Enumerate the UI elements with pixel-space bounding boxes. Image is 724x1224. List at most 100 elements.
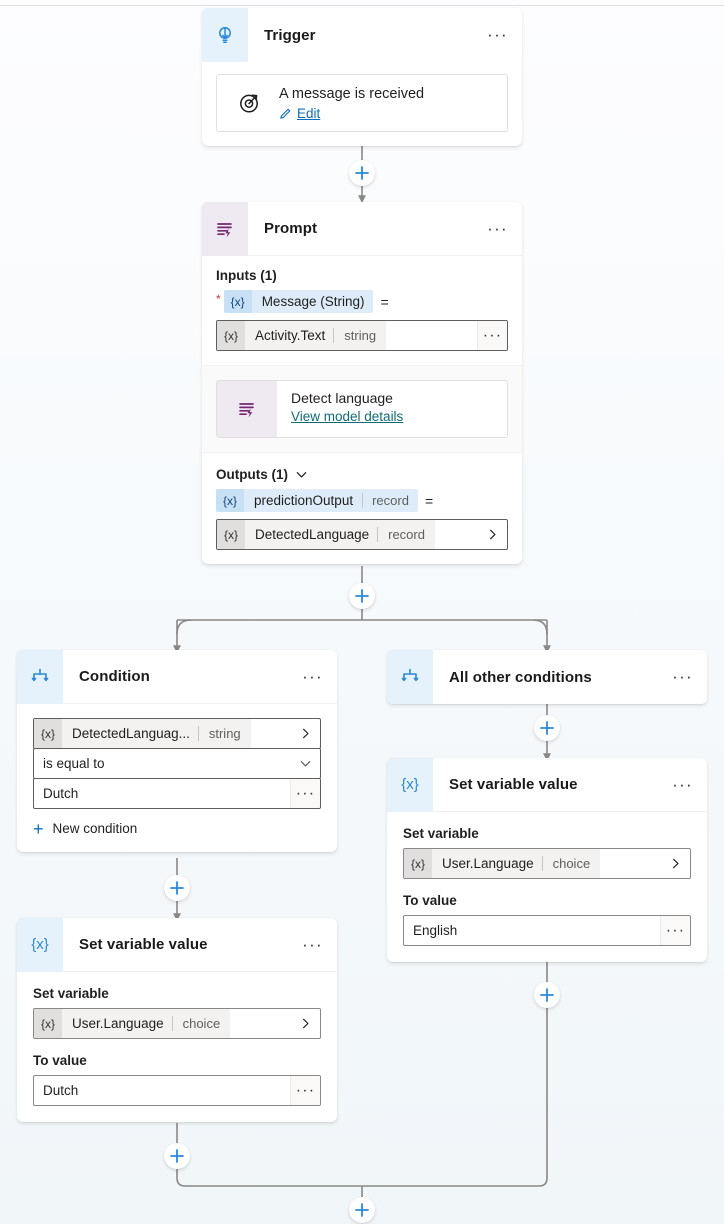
trigger-event-card[interactable]: A message is received Edit bbox=[216, 74, 508, 132]
plus-icon bbox=[355, 166, 369, 180]
prompt-output-param-row: {x} predictionOutput record = bbox=[216, 489, 508, 512]
condition-header[interactable]: Condition ··· bbox=[17, 650, 337, 704]
required-asterisk: * bbox=[216, 291, 221, 306]
condition-operator-caret-button[interactable] bbox=[290, 749, 320, 778]
trigger-bolt-icon bbox=[202, 8, 248, 62]
prompt-output-value-field[interactable]: {x} DetectedLanguage record bbox=[216, 519, 508, 550]
set-variable-left-to-value-field[interactable]: Dutch ··· bbox=[33, 1075, 321, 1106]
condition-operand-type: string bbox=[197, 726, 251, 741]
set-variable-right-variable-field[interactable]: {x} User.Language choice bbox=[403, 848, 691, 879]
prompt-input-value-more-button[interactable]: ··· bbox=[477, 321, 507, 350]
add-step-after-trigger-button[interactable] bbox=[349, 160, 375, 186]
variable-token-icon: {x} bbox=[404, 849, 433, 878]
prompt-body: Inputs (1) * {x} Message (String) = {x} … bbox=[202, 256, 522, 564]
plus-icon bbox=[355, 1203, 369, 1217]
add-step-after-set-variable-right-button[interactable] bbox=[534, 982, 560, 1008]
set-variable-right-variable-type: choice bbox=[541, 856, 601, 871]
set-variable-left-variable-chip: {x} User.Language choice bbox=[34, 1009, 231, 1038]
set-variable-right-to-value-more-button[interactable]: ··· bbox=[660, 916, 690, 945]
prompt-input-param-chip: {x} Message (String) bbox=[223, 290, 374, 313]
trigger-event-title: A message is received bbox=[279, 85, 425, 102]
add-step-after-prompt-button[interactable] bbox=[349, 583, 375, 609]
new-condition-button[interactable]: + New condition bbox=[33, 818, 321, 839]
condition-operator-select[interactable]: is equal to bbox=[33, 748, 321, 779]
all-other-conditions-header[interactable]: All other conditions ··· bbox=[387, 650, 707, 704]
prompt-more-button[interactable]: ··· bbox=[487, 218, 508, 238]
prompt-model-panel: Detect language View model details bbox=[202, 365, 522, 453]
condition-operand-expand-button[interactable] bbox=[290, 719, 320, 748]
all-other-conditions-more-button[interactable]: ··· bbox=[672, 667, 693, 686]
set-variable-left-more-button[interactable]: ··· bbox=[302, 934, 323, 954]
chevron-right-icon bbox=[489, 529, 496, 540]
branch-icon bbox=[387, 650, 433, 704]
node-set-variable-right[interactable]: {x} Set variable value ··· Set variable … bbox=[387, 758, 707, 962]
prompt-inputs-label: Inputs (1) bbox=[216, 268, 277, 283]
set-variable-left-variable-name: User.Language bbox=[72, 1016, 164, 1031]
all-other-conditions-title: All other conditions bbox=[449, 668, 592, 686]
node-trigger[interactable]: Trigger ··· A message is received bbox=[202, 8, 522, 146]
condition-operand-field[interactable]: {x} DetectedLanguag... string bbox=[33, 718, 321, 749]
set-variable-left-body: Set variable {x} User.Language choice To… bbox=[17, 972, 337, 1122]
set-variable-right-more-button[interactable]: ··· bbox=[672, 774, 693, 794]
set-variable-left-label: Set variable bbox=[33, 986, 109, 1001]
condition-operand-name: DetectedLanguag... bbox=[72, 726, 190, 741]
set-variable-right-header[interactable]: {x} Set variable value ··· bbox=[387, 758, 707, 812]
prompt-input-param-name: Message (String) bbox=[261, 294, 365, 309]
trigger-title: Trigger bbox=[264, 26, 316, 44]
node-prompt[interactable]: Prompt ··· Inputs (1) * {x} Message (Str… bbox=[202, 202, 522, 564]
trigger-edit-label: Edit bbox=[297, 105, 321, 121]
add-step-merge-bottom-button[interactable] bbox=[349, 1197, 375, 1223]
add-step-before-set-variable-left-button[interactable] bbox=[164, 875, 190, 901]
set-variable-right-body: Set variable {x} User.Language choice To… bbox=[387, 812, 707, 962]
top-divider bbox=[0, 5, 724, 6]
set-variable-right-variable-name: User.Language bbox=[442, 856, 534, 871]
node-set-variable-left[interactable]: {x} Set variable value ··· Set variable … bbox=[17, 918, 337, 1122]
variable-token-icon: {x} bbox=[34, 719, 63, 748]
set-variable-left-variable-type: choice bbox=[171, 1016, 231, 1031]
prompt-model-card[interactable]: Detect language View model details bbox=[216, 380, 508, 438]
prompt-outputs-header[interactable]: Outputs (1) bbox=[216, 467, 508, 482]
condition-value-field[interactable]: Dutch ··· bbox=[33, 778, 321, 809]
view-model-details-link[interactable]: View model details bbox=[291, 409, 404, 424]
node-all-other-conditions[interactable]: All other conditions ··· bbox=[387, 650, 707, 704]
chevron-right-icon bbox=[672, 858, 679, 869]
set-variable-left-to-value-more-button[interactable]: ··· bbox=[290, 1076, 320, 1105]
prompt-input-value-chip: {x} Activity.Text string bbox=[217, 321, 387, 350]
chevron-down-icon[interactable] bbox=[295, 468, 308, 481]
trigger-more-button[interactable]: ··· bbox=[487, 25, 508, 44]
prompt-input-value-field[interactable]: {x} Activity.Text string ··· bbox=[216, 320, 508, 351]
set-variable-left-variable-field[interactable]: {x} User.Language choice bbox=[33, 1008, 321, 1039]
prompt-output-equals: = bbox=[424, 492, 434, 509]
set-variable-right-to-value-field[interactable]: English ··· bbox=[403, 915, 691, 946]
plus-icon bbox=[540, 721, 554, 735]
prompt-model-title: Detect language bbox=[291, 390, 393, 406]
set-variable-right-variable-expand-button[interactable] bbox=[660, 849, 690, 878]
condition-more-button[interactable]: ··· bbox=[302, 666, 323, 686]
add-step-before-set-variable-right-button[interactable] bbox=[534, 715, 560, 741]
set-variable-right-to-value-text: English bbox=[413, 923, 458, 938]
set-variable-left-variable-expand-button[interactable] bbox=[290, 1009, 320, 1038]
trigger-header[interactable]: Trigger ··· bbox=[202, 8, 522, 62]
add-step-after-set-variable-left-button[interactable] bbox=[164, 1143, 190, 1169]
trigger-event-text: A message is received Edit bbox=[271, 86, 424, 121]
prompt-model-text: Detect language View model details bbox=[277, 381, 403, 437]
prompt-output-param-name: predictionOutput bbox=[254, 493, 354, 508]
prompt-output-value-type: record bbox=[377, 527, 435, 542]
trigger-edit-link[interactable]: Edit bbox=[279, 106, 424, 121]
prompt-header[interactable]: Prompt ··· bbox=[202, 202, 522, 256]
branch-icon bbox=[17, 650, 63, 704]
node-condition[interactable]: Condition ··· {x} DetectedLanguag... str… bbox=[17, 650, 337, 852]
pencil-icon bbox=[280, 108, 291, 119]
plus-icon: + bbox=[33, 818, 44, 839]
condition-value-more-button[interactable]: ··· bbox=[290, 779, 320, 808]
prompt-output-param-type: record bbox=[362, 493, 418, 508]
variable-token-icon: {x} bbox=[217, 321, 246, 350]
set-variable-right-to-value-label: To value bbox=[403, 893, 457, 908]
condition-body: {x} DetectedLanguag... string is equal t… bbox=[17, 704, 337, 852]
prompt-output-expand-button[interactable] bbox=[477, 520, 507, 549]
set-variable-left-header[interactable]: {x} Set variable value ··· bbox=[17, 918, 337, 972]
variable-token-icon: {x} bbox=[216, 489, 245, 512]
prompt-input-equals: = bbox=[380, 293, 389, 310]
set-variable-right-title: Set variable value bbox=[449, 776, 578, 793]
target-icon bbox=[227, 90, 271, 116]
